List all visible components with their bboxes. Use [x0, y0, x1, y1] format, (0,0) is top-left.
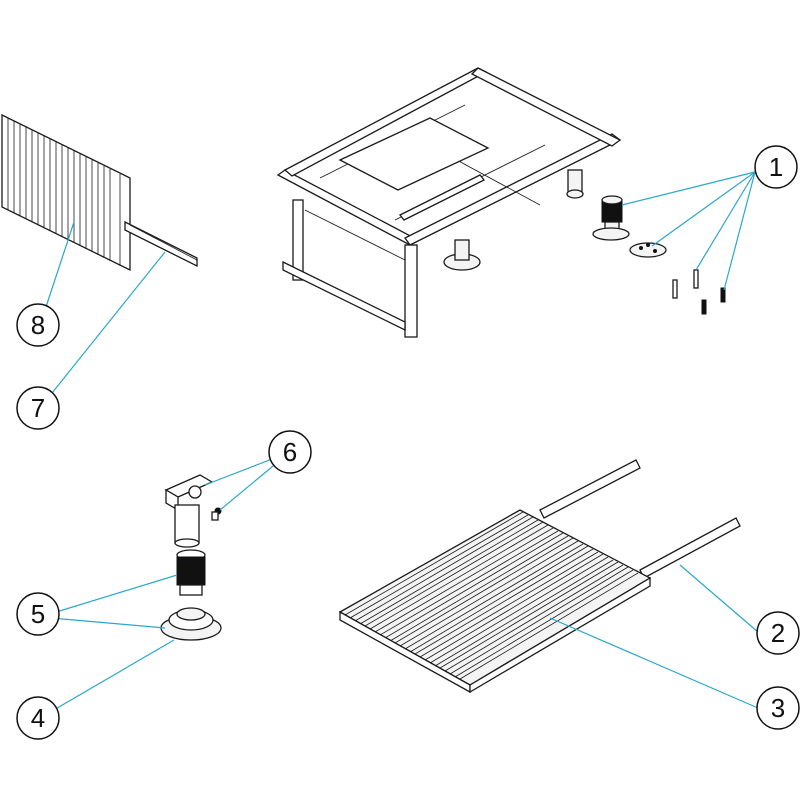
part-6-bracket: [164, 474, 222, 548]
callout-circle: [756, 611, 800, 655]
callout-4: 4: [16, 696, 60, 740]
callout-2: 2: [756, 611, 800, 655]
part-4-foot-base: [160, 607, 222, 641]
callout-6: 6: [268, 430, 312, 474]
callout-label: 5: [31, 599, 45, 629]
callout-1: 1: [754, 145, 798, 189]
part-5-spindle: [176, 549, 206, 596]
callout-circle: [756, 686, 800, 730]
main-frame: [276, 67, 622, 338]
callout-circle: [16, 386, 60, 430]
part-8-slatted-grate: [1, 113, 131, 272]
callout-circle: [16, 303, 60, 347]
callout-label: 1: [769, 152, 783, 182]
callout-8: 8: [16, 303, 60, 347]
callout-label: 2: [771, 618, 785, 648]
part-2-rails: [539, 459, 741, 579]
callout-5: 5: [16, 592, 60, 636]
callout-7: 7: [16, 386, 60, 430]
part-7-rail-bar: [124, 220, 198, 268]
callout-label: 7: [31, 393, 45, 423]
callout-label: 4: [31, 703, 45, 733]
callout-label: 6: [283, 437, 297, 467]
callout-circle: [268, 430, 312, 474]
callout-label: 8: [31, 310, 45, 340]
callout-circle: [16, 696, 60, 740]
callout-3: 3: [756, 686, 800, 730]
callout-circle: [754, 145, 798, 189]
callout-label: 3: [771, 693, 785, 723]
part-3-slat-deck: [338, 509, 652, 694]
part-1-foot-assembly: [592, 195, 726, 315]
callout-circle: [16, 592, 60, 636]
